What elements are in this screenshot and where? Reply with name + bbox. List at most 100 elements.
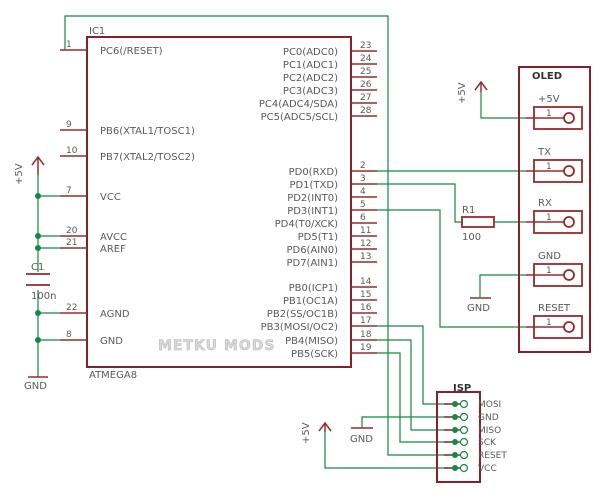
pin-name: PC6(/RESET) — [100, 46, 163, 57]
pin-name: PD0(RXD) — [289, 167, 338, 178]
isp-pin-label: MOSI — [478, 400, 501, 410]
vcc-symbol-oled: +5V — [457, 80, 488, 104]
gnd-symbol-left: GND — [24, 376, 48, 392]
pin-number: 25 — [360, 67, 371, 77]
resistor-r1: R1 100 — [461, 205, 495, 243]
oled-pin-5v: +5V1 — [526, 94, 583, 130]
pin-number: 6 — [360, 213, 366, 223]
junction-dot — [35, 245, 41, 251]
gnd-label-oled: GND — [467, 303, 490, 314]
pin-dot-icon — [452, 414, 458, 420]
pad-circle-icon — [459, 425, 469, 435]
oled-pin-number: 1 — [546, 162, 552, 172]
pin-number: 17 — [360, 316, 371, 326]
pin-number: 20 — [66, 226, 78, 236]
pin-name: PC3(ADC3) — [283, 86, 338, 97]
pad-circle-icon — [563, 269, 575, 281]
pin-name: PC5(ADC5/SCL) — [261, 112, 338, 123]
pin-number: 27 — [360, 93, 371, 103]
pin-name: PD3(INT1) — [287, 206, 338, 217]
pin-name: GND — [100, 336, 123, 347]
gnd-label-isp: GND — [350, 434, 373, 445]
pin-number: 22 — [66, 303, 77, 313]
pin-name: PC4(ADC4/SDA) — [259, 99, 338, 110]
pin-name: PD4(T0/XCK) — [275, 219, 338, 230]
junction-dot — [35, 193, 41, 199]
pin-number: 18 — [360, 330, 372, 340]
isp-pin-label: MISO — [478, 426, 501, 436]
junction-dot — [35, 310, 41, 316]
pin-number: 11 — [360, 226, 371, 236]
pin-number: 2 — [360, 161, 366, 171]
pin-number: 12 — [360, 239, 371, 249]
pin-number: 4 — [360, 187, 366, 197]
net-gnd-oled — [479, 274, 526, 297]
pin-number: 9 — [66, 120, 72, 130]
isp-body — [436, 391, 481, 483]
pin-number: 19 — [360, 343, 372, 353]
isp-pin-vcc: VCC — [444, 463, 497, 474]
pin-name: PB6(XTAL1/TOSC1) — [100, 126, 195, 137]
ic1-body — [86, 36, 352, 368]
pin-name: AGND — [100, 309, 130, 320]
oled-pin-number: 1 — [546, 213, 552, 223]
pin-number: 1 — [66, 40, 72, 50]
isp-pin-label: VCC — [478, 464, 497, 474]
net-mosi — [377, 325, 455, 405]
vcc-symbol-isp: +5V — [301, 421, 332, 444]
pad-circle-icon — [459, 399, 469, 409]
net-isp-vcc — [324, 432, 455, 469]
pad-circle-icon — [563, 112, 575, 124]
pin-name: PD6(AIN0) — [286, 245, 338, 256]
isp-pin-reset: RESET — [444, 450, 507, 461]
net-5v-oled — [480, 92, 526, 119]
pin-number: 3 — [360, 174, 366, 184]
watermark-logo: METKU MODS — [158, 338, 275, 354]
ic1-ref: IC1 — [89, 26, 105, 37]
pin-name: PD5(T1) — [298, 232, 338, 243]
pin-name: PB3(MOSI/OC2) — [261, 322, 339, 333]
net-pd1-r1 — [377, 183, 462, 223]
isp-pin-label: SCK — [478, 438, 497, 448]
pin-name: PB2(SS/OC1B) — [267, 309, 338, 320]
pin-name: PB1(OC1A) — [283, 296, 338, 307]
resistor-body — [461, 216, 495, 228]
oled-pin-number: 1 — [546, 266, 552, 276]
gnd-label-left: GND — [24, 381, 47, 392]
junction-dot — [35, 337, 41, 343]
isp-pin-mosi: MOSI — [444, 399, 501, 410]
pin-name: VCC — [100, 192, 121, 203]
pin-dot-icon — [452, 401, 458, 407]
net-pd3-reset — [377, 209, 526, 328]
pad-circle-icon — [459, 412, 469, 422]
pin-dot-icon — [452, 427, 458, 433]
junction-dot — [35, 233, 41, 239]
isp-title: ISP — [453, 383, 471, 394]
pin-number: 13 — [360, 252, 371, 262]
pad-circle-icon — [459, 463, 469, 473]
capacitor-c1: C1 100n — [26, 262, 56, 302]
pad-circle-icon — [563, 216, 575, 228]
vcc-label-isp: +5V — [301, 422, 312, 444]
pin-dot-icon — [452, 465, 458, 471]
pin-name: AVCC — [100, 232, 127, 243]
capacitor-value: 100n — [31, 291, 56, 302]
